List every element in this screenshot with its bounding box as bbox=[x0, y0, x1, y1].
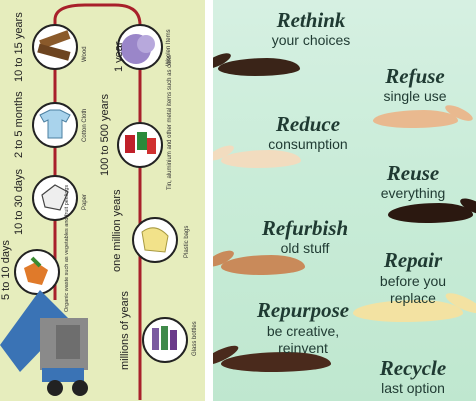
garbage-truck-icon bbox=[0, 290, 88, 396]
r-title: Recycle bbox=[379, 356, 447, 380]
time-label: 2 to 5 months bbox=[13, 91, 25, 158]
hand-illustration bbox=[221, 150, 301, 168]
hand-illustration bbox=[221, 255, 305, 275]
r-subtitle: last option bbox=[381, 380, 445, 396]
hand-illustration bbox=[353, 300, 463, 322]
rethink-block: Rethink your choices bbox=[251, 8, 371, 48]
r-subtitle: old stuff bbox=[280, 240, 330, 256]
hand-illustration bbox=[218, 58, 300, 76]
panel-divider bbox=[205, 0, 213, 401]
r-title: Rethink bbox=[276, 8, 346, 32]
r-title: Refuse bbox=[385, 64, 445, 88]
time-label: 100 to 500 years bbox=[99, 94, 111, 176]
cotton-cloth-icon bbox=[32, 102, 78, 148]
r-title: Reduce bbox=[275, 112, 341, 136]
timeline-path-right bbox=[53, 3, 142, 400]
item-label: Woolen Items bbox=[166, 29, 172, 66]
r-title: Repurpose bbox=[256, 298, 350, 322]
hand-illustration bbox=[221, 352, 331, 372]
time-label: millions of years bbox=[119, 291, 131, 370]
r-subtitle: be creative, reinvent bbox=[266, 323, 340, 356]
r-subtitle: consumption bbox=[268, 136, 348, 152]
item-label: Organic waste such as vegetables and fru… bbox=[64, 185, 70, 312]
item-label: Wood bbox=[82, 46, 88, 62]
r-title: Refurbish bbox=[261, 216, 349, 240]
item-label: Paper bbox=[82, 194, 88, 210]
wool-icon bbox=[117, 24, 163, 70]
item-label: Plastic bags bbox=[184, 226, 190, 258]
repurpose-block: Repurpose be creative, reinvent bbox=[243, 300, 363, 357]
wood-icon bbox=[32, 24, 78, 70]
paper-icon bbox=[32, 175, 78, 221]
time-label: 1 year bbox=[113, 41, 125, 72]
reduce-block: Reduce consumption bbox=[248, 112, 368, 152]
item-label: Glass bottles bbox=[192, 321, 198, 356]
plastic-bag-icon bbox=[132, 217, 178, 263]
zero-waste-r-panel: Rethink your choices Refuse single use R… bbox=[213, 0, 476, 401]
time-label: 5 to 10 days bbox=[0, 240, 12, 300]
time-label: one million years bbox=[111, 189, 123, 272]
organic-waste-icon bbox=[14, 249, 60, 295]
item-label: Cotton Cloth bbox=[82, 109, 88, 142]
timeline-graphic: 10 to 15 years 1 year 2 to 5 months 100 … bbox=[0, 3, 198, 400]
refuse-block: Refuse single use bbox=[355, 64, 475, 104]
recycle-block: Recycle last option bbox=[353, 356, 473, 396]
repair-block: Repair before you replace bbox=[353, 250, 473, 307]
r-subtitle: single use bbox=[383, 88, 447, 104]
r-subtitle: everything bbox=[380, 185, 446, 201]
hand-illustration bbox=[373, 110, 458, 128]
reuse-block: Reuse everything bbox=[353, 161, 473, 201]
r-subtitle: before you replace bbox=[379, 273, 447, 306]
time-label: 10 to 15 years bbox=[13, 12, 25, 82]
refurbish-block: Refurbish old stuff bbox=[245, 216, 365, 256]
hand-illustration bbox=[388, 203, 473, 223]
r-title: Reuse bbox=[386, 161, 440, 185]
time-label: 10 to 30 days bbox=[13, 168, 25, 235]
decomposition-timeline-panel: 10 to 15 years 1 year 2 to 5 months 100 … bbox=[0, 0, 205, 401]
r-title: Repair bbox=[383, 248, 443, 272]
r-subtitle: your choices bbox=[271, 32, 351, 48]
glass-bottles-icon bbox=[142, 317, 188, 363]
item-label: Tin, aluminium and other metal items suc… bbox=[167, 55, 173, 190]
metal-cans-icon bbox=[117, 122, 163, 168]
